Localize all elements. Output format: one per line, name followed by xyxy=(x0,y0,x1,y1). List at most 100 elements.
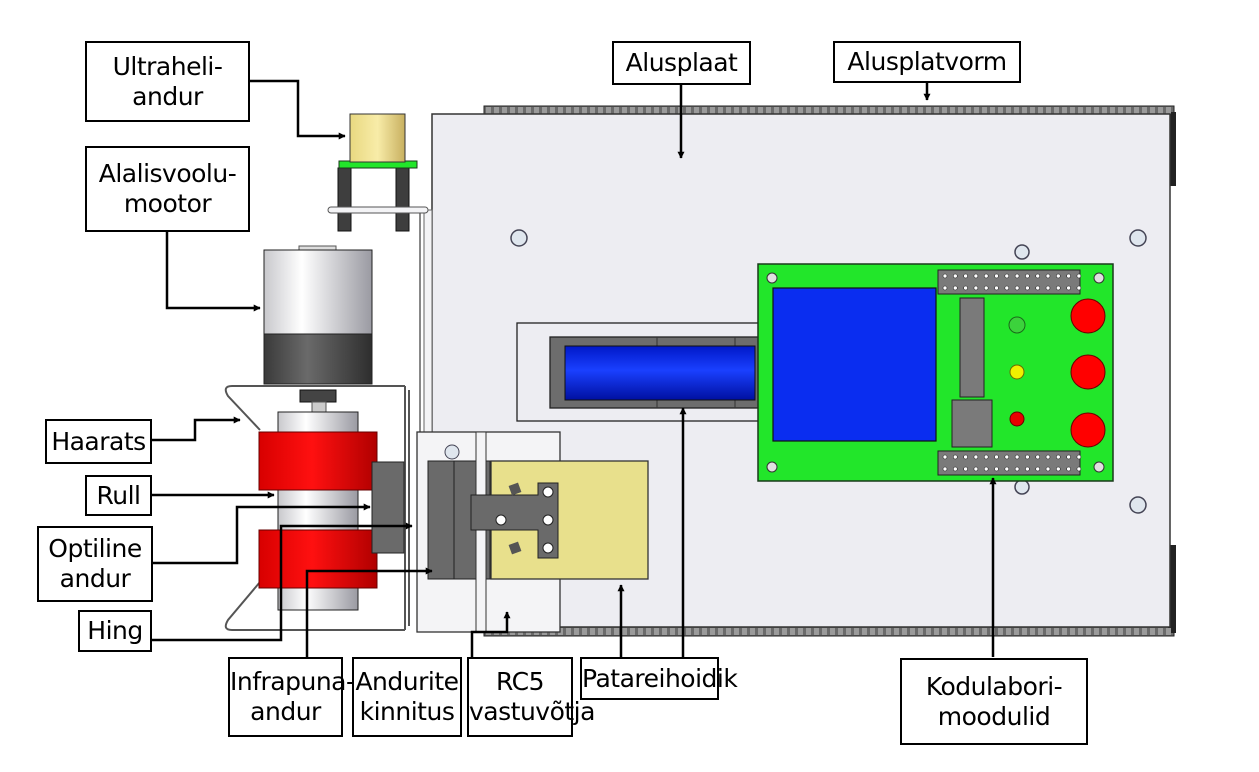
tread-segment xyxy=(1142,628,1147,635)
label-homelab-modules: Kodulabori- moodulid xyxy=(900,658,1088,745)
tread-segment xyxy=(558,107,563,114)
header-pin xyxy=(994,285,999,291)
header-pin xyxy=(1025,466,1030,472)
track-tread xyxy=(486,107,1171,635)
tread-segment xyxy=(1142,107,1147,114)
tread-segment xyxy=(998,628,1003,635)
tread-segment xyxy=(702,107,707,114)
tread-segment xyxy=(790,107,795,114)
header-pin xyxy=(1025,454,1030,460)
tread-segment xyxy=(1118,628,1123,635)
tread-segment xyxy=(782,107,787,114)
tread-segment xyxy=(870,628,875,635)
label-base-plate: Alusplaat xyxy=(612,41,751,85)
tread-segment xyxy=(710,107,715,114)
tread-segment xyxy=(1094,628,1099,635)
tread-segment xyxy=(1030,107,1035,114)
label-line: Ultraheli- xyxy=(112,51,223,81)
header-pin xyxy=(994,466,999,472)
header-pin xyxy=(1014,466,1020,472)
tread-segment xyxy=(1166,628,1171,635)
header-pin xyxy=(1056,466,1061,472)
homelab-pcb xyxy=(757,263,1114,482)
tread-segment xyxy=(1150,107,1155,114)
tread-segment xyxy=(982,628,987,635)
header-pin xyxy=(1076,285,1082,291)
tread-segment xyxy=(1014,107,1019,114)
tread-segment xyxy=(614,628,619,635)
tread-segment xyxy=(878,628,883,635)
tread-segment xyxy=(1046,628,1051,635)
header-pin xyxy=(1035,285,1040,291)
tread-segment xyxy=(830,107,835,114)
tread-segment xyxy=(718,628,723,635)
tread-segment xyxy=(670,107,675,114)
header-pin xyxy=(1035,466,1040,472)
tread-segment xyxy=(1134,628,1139,635)
tread-segment xyxy=(806,628,811,635)
tread-segment xyxy=(838,628,843,635)
header-pin xyxy=(1014,454,1020,460)
label-line: Patareihoidik xyxy=(582,663,738,693)
header-pin xyxy=(1066,285,1071,291)
header-pin xyxy=(973,285,979,291)
tread-segment xyxy=(758,107,763,114)
tread-segment xyxy=(1086,628,1091,635)
label-line: andur xyxy=(250,697,321,726)
tread-segment xyxy=(534,107,539,114)
tread-segment xyxy=(1126,107,1131,114)
header-pin xyxy=(983,454,989,460)
tread-segment xyxy=(1086,107,1091,114)
label-line: Haarats xyxy=(51,426,146,456)
label-ultrasonic-sensor: Ultraheli- andur xyxy=(85,41,250,122)
label-gripper: Haarats xyxy=(45,419,152,464)
tread-segment xyxy=(774,628,779,635)
tread-segment xyxy=(622,107,627,114)
header-pin xyxy=(1066,454,1071,460)
tread-segment xyxy=(1126,628,1131,635)
header-pin xyxy=(952,454,958,460)
tread-segment xyxy=(686,107,691,114)
tread-segment xyxy=(878,107,883,114)
battery xyxy=(564,345,756,401)
tread-segment xyxy=(750,628,755,635)
tread-segment xyxy=(694,107,699,114)
label-line: Hing xyxy=(87,616,143,645)
tread-segment xyxy=(902,628,907,635)
tread-segment xyxy=(758,628,763,635)
tread-segment xyxy=(726,628,731,635)
tread-segment xyxy=(1006,107,1011,114)
header-pin xyxy=(952,466,958,472)
tread-segment xyxy=(622,628,627,635)
label-rc5-receiver: RC5 vastuvõtja xyxy=(467,657,595,737)
label-line: kinnitus xyxy=(359,697,455,726)
leader-optical xyxy=(153,503,371,565)
tread-segment xyxy=(862,628,867,635)
tread-segment xyxy=(990,107,995,114)
label-line: andur xyxy=(132,81,203,111)
roller xyxy=(258,411,378,611)
leader-ultrasonic xyxy=(249,79,346,140)
label-line: Alusplaat xyxy=(625,48,738,77)
tread-segment xyxy=(590,628,595,635)
tread-segment xyxy=(694,628,699,635)
label-line: andur xyxy=(59,564,131,593)
tread-segment xyxy=(718,107,723,114)
header-pin xyxy=(973,466,979,472)
leader-lines xyxy=(152,79,997,657)
tread-segment xyxy=(822,628,827,635)
tread-segment xyxy=(966,628,971,635)
tread-segment xyxy=(1110,107,1115,114)
tread-segment xyxy=(574,628,579,635)
tread-segment xyxy=(870,107,875,114)
tread-segment xyxy=(566,107,571,114)
header-pin xyxy=(1014,273,1020,279)
label-line: Andurite xyxy=(355,667,459,696)
led-green xyxy=(1008,316,1026,334)
tread-segment xyxy=(590,107,595,114)
tread-segment xyxy=(974,628,979,635)
tread-segment xyxy=(750,107,755,114)
header-top xyxy=(937,269,1081,295)
tread-segment xyxy=(982,107,987,114)
